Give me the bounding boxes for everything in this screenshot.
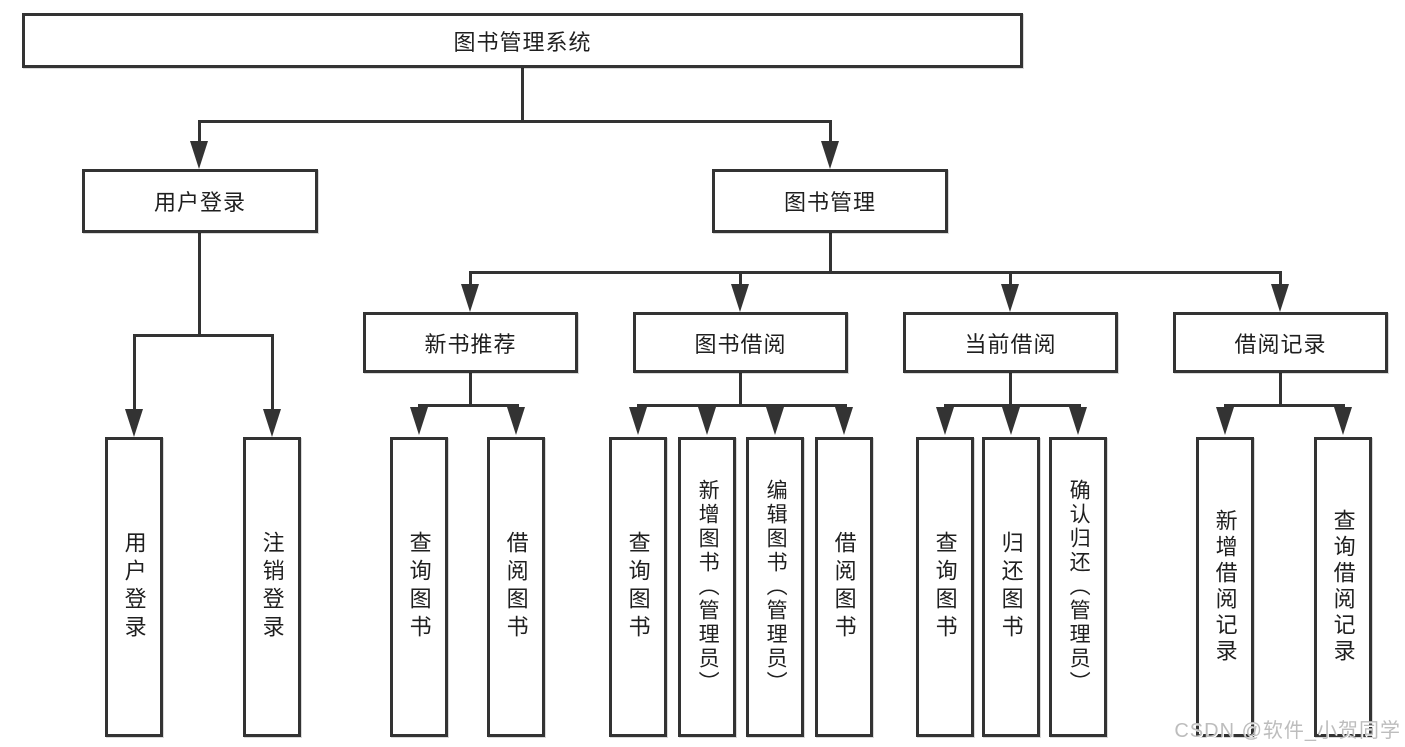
- node-book-borrow: 图书借阅: [633, 312, 848, 373]
- connector-borrow-record-bus: [1224, 404, 1345, 407]
- node-label: 用户登录: [153, 190, 246, 215]
- leaf-label: 确认归还（管理员）: [1067, 479, 1091, 695]
- leaf-query-books-recommend: 查询图书: [390, 437, 448, 737]
- arrow-down-icon: [263, 409, 281, 437]
- connector-root-stem: [521, 66, 524, 122]
- leaf-label: 借阅图书: [503, 531, 529, 643]
- leaf-query-books-borrow: 查询图书: [609, 437, 667, 737]
- leaf-label: 新增借阅记录: [1212, 509, 1238, 665]
- arrow-down-icon: [461, 284, 479, 312]
- arrow-down-icon: [125, 409, 143, 437]
- node-label: 当前借阅: [964, 331, 1057, 357]
- connector-level3-stub-2: [739, 271, 742, 287]
- arrow-down-icon: [766, 407, 784, 435]
- connector-borrow-record-stem: [1279, 372, 1282, 407]
- leaf-edit-books-admin: 编辑图书（管理员）: [746, 437, 804, 737]
- leaf-query-books-current: 查询图书: [916, 437, 974, 737]
- connector-current-borrow-stem: [1009, 372, 1012, 407]
- node-user-login: 用户登录: [82, 169, 318, 233]
- arrow-down-icon: [821, 141, 839, 169]
- connector-user-login-stub-1: [133, 334, 136, 412]
- node-label: 借阅记录: [1234, 331, 1327, 357]
- connector-level3-bus: [469, 271, 1282, 274]
- arrow-down-icon: [1069, 407, 1087, 435]
- arrow-down-icon: [1001, 284, 1019, 312]
- node-current-borrow: 当前借阅: [903, 312, 1118, 373]
- node-label: 图书管理: [783, 190, 876, 215]
- arrow-down-icon: [731, 284, 749, 312]
- node-book-management: 图书管理: [712, 169, 948, 233]
- leaf-add-borrow-record: 新增借阅记录: [1196, 437, 1254, 737]
- arrow-down-icon: [1002, 407, 1020, 435]
- leaf-borrow-books-recommend: 借阅图书: [487, 437, 545, 737]
- leaf-label: 借阅图书: [831, 531, 857, 643]
- arrow-down-icon: [698, 407, 716, 435]
- arrow-down-icon: [1216, 407, 1234, 435]
- leaf-label: 注销登录: [259, 531, 285, 643]
- leaf-logout: 注销登录: [243, 437, 301, 737]
- node-label: 新书推荐: [424, 331, 517, 357]
- connector-user-login-bus: [133, 334, 274, 337]
- leaf-borrow-books: 借阅图书: [815, 437, 873, 737]
- leaf-label: 查询图书: [932, 531, 958, 643]
- connector-user-login-stem: [198, 232, 201, 336]
- arrow-down-icon: [629, 407, 647, 435]
- leaf-return-books: 归还图书: [982, 437, 1040, 737]
- connector-current-borrow-bus: [944, 404, 1081, 407]
- csdn-watermark: CSDN @软件_小贺同学: [1174, 720, 1401, 742]
- connector-new-book-stem: [469, 372, 472, 407]
- connector-book-mgmt-stem: [829, 232, 832, 273]
- connector-book-borrow-stem: [739, 372, 742, 407]
- leaf-label: 查询借阅记录: [1330, 509, 1356, 665]
- node-library-management-system: 图书管理系统: [22, 13, 1023, 68]
- connector-level3-stub-4: [1279, 271, 1282, 287]
- arrow-down-icon: [410, 407, 428, 435]
- leaf-user-login: 用户登录: [105, 437, 163, 737]
- leaf-label: 归还图书: [998, 531, 1024, 643]
- leaf-add-books-admin: 新增图书（管理员）: [678, 437, 736, 737]
- leaf-label: 查询图书: [406, 531, 432, 643]
- node-label: 图书管理系统: [453, 29, 592, 55]
- leaf-query-borrow-record: 查询借阅记录: [1314, 437, 1372, 737]
- connector-new-book-bus: [418, 404, 519, 407]
- leaf-confirm-return-admin: 确认归还（管理员）: [1049, 437, 1107, 737]
- connector-level2-stub-right: [829, 120, 832, 145]
- connector-level2-stub-left: [198, 120, 201, 145]
- arrow-down-icon: [936, 407, 954, 435]
- arrow-down-icon: [190, 141, 208, 169]
- arrow-down-icon: [835, 407, 853, 435]
- arrow-down-icon: [1334, 407, 1352, 435]
- connector-book-borrow-bus: [637, 404, 847, 407]
- arrow-down-icon: [507, 407, 525, 435]
- leaf-label: 新增图书（管理员）: [696, 479, 720, 695]
- connector-level2-bus: [198, 120, 832, 123]
- connector-level3-stub-3: [1009, 271, 1012, 287]
- leaf-label: 编辑图书（管理员）: [764, 479, 788, 695]
- node-label: 图书借阅: [694, 331, 787, 357]
- node-borrow-records: 借阅记录: [1173, 312, 1388, 373]
- arrow-down-icon: [1271, 284, 1289, 312]
- connector-user-login-stub-2: [271, 334, 274, 412]
- node-new-book-recommend: 新书推荐: [363, 312, 578, 373]
- connector-level3-stub-1: [469, 271, 472, 287]
- leaf-label: 用户登录: [121, 531, 147, 643]
- leaf-label: 查询图书: [625, 531, 651, 643]
